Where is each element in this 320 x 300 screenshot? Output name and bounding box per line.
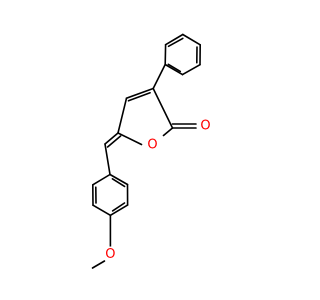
phenyl-to-ring-bond bbox=[152, 63, 166, 90]
aryl-double-bond bbox=[111, 178, 126, 188]
methoxy-oxygen-atom: O bbox=[102, 246, 119, 263]
aryl-bond bbox=[109, 204, 129, 217]
exocyclic-double-bond bbox=[106, 135, 122, 148]
carbonyl-oxygen-label: O bbox=[200, 119, 210, 134]
aryl-bond bbox=[109, 173, 129, 186]
methoxy-methyl-bond bbox=[91, 260, 106, 269]
furanone-ring bbox=[117, 87, 197, 146]
methoxy-oxygen-label: O bbox=[105, 247, 115, 262]
phenyl-bond bbox=[164, 33, 184, 46]
aryl-bond bbox=[92, 173, 111, 186]
aryl-bond bbox=[92, 204, 112, 217]
ring-oxygen-atom: O bbox=[144, 137, 161, 153]
methoxyphenyl-ring bbox=[92, 173, 129, 217]
phenyl-double-bond bbox=[167, 63, 182, 73]
structure-canvas: O O O bbox=[91, 33, 214, 269]
exocyclic-bond bbox=[104, 132, 119, 145]
ring-bond bbox=[117, 132, 143, 146]
molecule-structure-diagram: O O O bbox=[91, 33, 214, 269]
phenyl-double-bond bbox=[167, 37, 184, 48]
carbonyl-oxygen-atom: O bbox=[197, 118, 214, 134]
ring-bond bbox=[162, 127, 174, 137]
phenyl-bond bbox=[181, 63, 201, 76]
ring-bond bbox=[152, 87, 174, 129]
ring-oxygen-label: O bbox=[147, 138, 157, 153]
vinyl-to-aryl-bond bbox=[104, 143, 111, 176]
ring-bond bbox=[117, 97, 128, 134]
phenyl-bond bbox=[182, 33, 201, 46]
phenyl-ring bbox=[164, 33, 201, 76]
ring-double-bond bbox=[127, 92, 151, 102]
ring-bond bbox=[125, 87, 154, 99]
phenyl-bond bbox=[164, 63, 184, 76]
aryl-double-bond bbox=[111, 202, 126, 212]
